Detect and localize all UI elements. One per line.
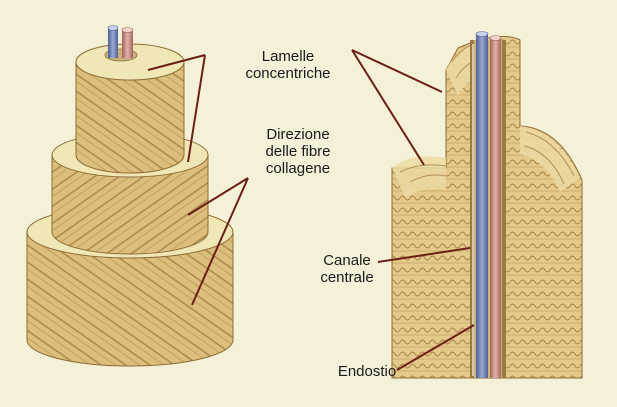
blood-vessel-blue-section xyxy=(476,34,488,378)
blood-vessel-red xyxy=(122,30,133,58)
label-lamelle-concentriche: Lamelle concentriche xyxy=(228,48,348,82)
blood-vessel-red-section xyxy=(490,38,501,378)
label-direzione-fibre-collagene: Direzione delle fibre collagene xyxy=(248,126,348,177)
sectioned-osteon xyxy=(392,32,582,379)
label-endostio: Endostio xyxy=(332,363,402,380)
canal-wall-right xyxy=(502,40,506,378)
blood-vessel-blue xyxy=(108,28,118,58)
label-canale-centrale: Canale centrale xyxy=(312,252,382,286)
